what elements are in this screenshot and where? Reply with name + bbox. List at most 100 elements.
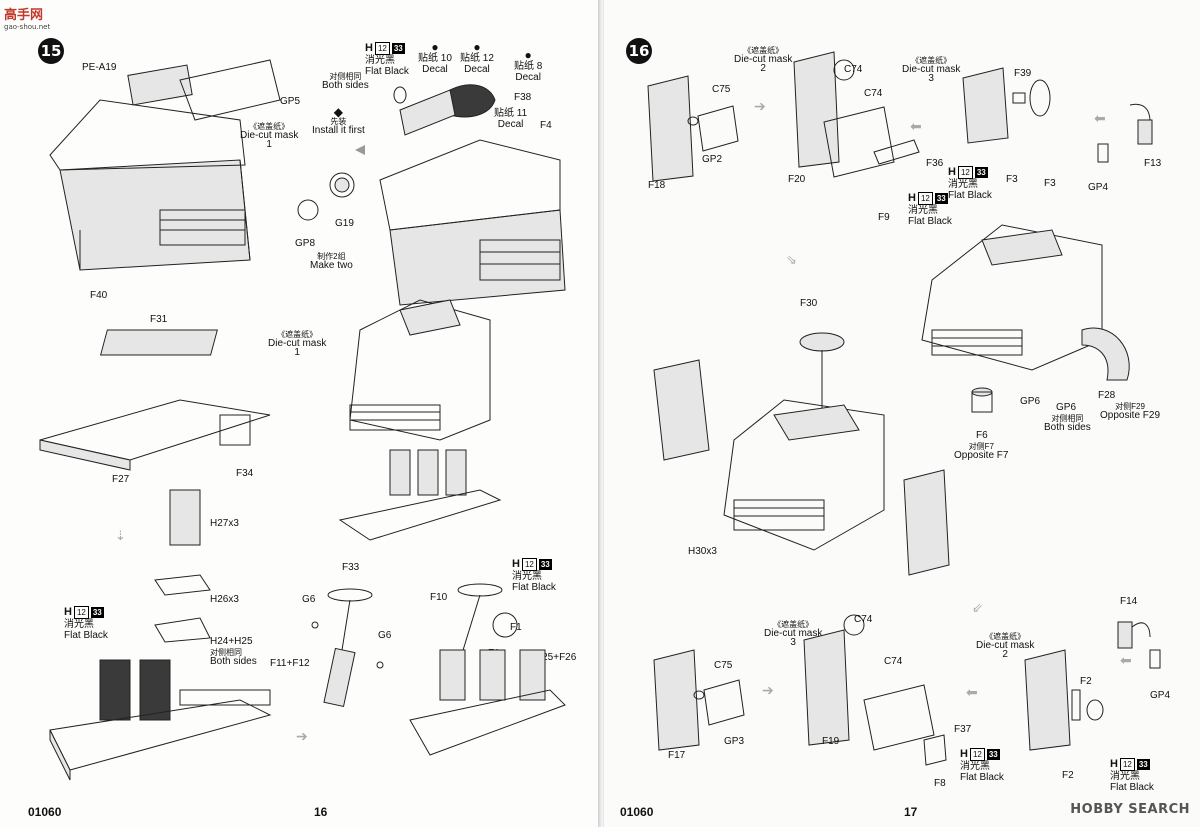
label-f37: F37 [954, 724, 972, 735]
label-f38: F38 [514, 92, 532, 103]
arrow-down-icon: ⇙ [972, 600, 983, 615]
mirror-f14-drawing [1117, 621, 1161, 669]
cab-interior-assembled-drawing [355, 139, 566, 306]
label-c74-b1: C74 [854, 614, 873, 625]
arrow-left-icon: ⬅ [966, 684, 978, 700]
decal-12: ●贴纸 12 Decal [460, 40, 494, 75]
right-page: 16 C75 GP2 F18 ➔ 《遮盖纸》 Die-cut mask 2 C7… [604, 0, 1200, 827]
label-f13: F13 [1144, 158, 1162, 169]
steering-column-drawing [311, 588, 384, 708]
label-h30: H30x3 [688, 546, 717, 557]
cab-main-assembly-drawing [653, 332, 950, 576]
label-gp6-b: GP6 [1056, 402, 1077, 413]
decal-10: ●贴纸 10 Decal [418, 40, 452, 75]
door-f18-drawing [647, 75, 739, 182]
mask-2-bottom: 《遮盖纸》 Die-cut mask 2 [976, 632, 1035, 660]
door-f17-drawing [653, 649, 745, 751]
arrow-left-icon: ⬅ [910, 118, 922, 134]
label-f8: F8 [934, 778, 946, 789]
label-f39: F39 [1014, 68, 1032, 79]
book-gutter [598, 0, 606, 827]
left-page: 高手网 gao-shou.net 15 PE-A19 GP5 《遮盖纸》 Die… [4, 0, 601, 827]
kit-number-right: 01060 [620, 805, 654, 819]
label-h27: H27x3 [210, 518, 239, 529]
label-f27: F27 [112, 474, 130, 485]
label-f17: F17 [668, 750, 686, 761]
wheel-g19-drawing [297, 172, 355, 221]
label-f40: F40 [90, 290, 108, 301]
door-f2-drawing [1024, 649, 1104, 751]
cab-with-seats-drawing [338, 299, 502, 541]
label-f3-a: F3 [1006, 174, 1018, 185]
mask-1-top: 《遮盖纸》 Die-cut mask 1 [240, 122, 299, 150]
label-c74-a: C74 [844, 64, 863, 75]
decal-8: ●贴纸 8 Decal [514, 48, 543, 83]
site-logo: 高手网 gao-shou.net [4, 8, 51, 31]
label-f33: F33 [342, 562, 360, 573]
label-g6-b: G6 [378, 630, 392, 641]
label-h24: H24+H25 [210, 636, 253, 647]
label-gp4: GP4 [1088, 182, 1109, 193]
seats-on-floor-drawing [49, 659, 272, 781]
mirror-f38-drawing [393, 84, 496, 136]
cab-interior-f40-drawing [49, 59, 281, 271]
mask-3-top: 《遮盖纸》 Die-cut mask 3 [902, 56, 961, 84]
mask-2-top: 《遮盖纸》 Die-cut mask 2 [734, 46, 793, 74]
h24-both-sides: 对侧相同 Both sides [210, 648, 257, 667]
kit-number-left: 01060 [28, 805, 62, 819]
label-h26: H26x3 [210, 594, 239, 605]
mask-1-mid: 《遮盖纸》 Die-cut mask 1 [268, 330, 327, 358]
label-f34: F34 [236, 468, 254, 479]
label-f2-a: F2 [1080, 676, 1092, 687]
make-two-note: 制作2组 Make two [310, 252, 353, 271]
label-f11-f12: F11+F12 [270, 658, 310, 669]
arrow-left-icon: ⬅ [1094, 110, 1106, 126]
label-f25-f26: F25+F26 [536, 652, 577, 663]
label-f19: F19 [822, 736, 840, 747]
step-15-badge: 15 [38, 38, 64, 64]
label-c75-b: C75 [714, 660, 733, 671]
label-g19: G19 [335, 218, 354, 229]
label-f1-a: F1 [510, 622, 522, 633]
label-f9: F9 [878, 212, 890, 223]
label-gp5: GP5 [280, 96, 301, 107]
page-number-17: 17 [904, 805, 918, 819]
label-f3-b: F3 [1044, 178, 1056, 189]
seat-parts-drawing [154, 489, 211, 643]
label-f18: F18 [648, 180, 666, 191]
decal-11: 贴纸 11 Decal [494, 108, 528, 130]
page-number-16: 16 [314, 805, 328, 819]
label-f31: F31 [150, 314, 168, 325]
label-c75: C75 [712, 84, 731, 95]
floor-f27-drawing [39, 329, 271, 471]
label-gp3: GP3 [724, 736, 745, 747]
label-gp2: GP2 [702, 154, 723, 165]
label-f14: F14 [1120, 596, 1138, 607]
cab-floor-steering-drawing [409, 583, 566, 756]
label-f6: F6 [976, 430, 988, 441]
gp6-both-sides: 对侧相同 Both sides [1044, 414, 1091, 433]
cab-exterior-fenders-drawing [921, 224, 1130, 381]
label-g6-a: G6 [302, 594, 316, 605]
part-f6-drawing [971, 387, 993, 413]
label-f28: F28 [1098, 390, 1116, 401]
arrow-down-icon: ⇘ [786, 252, 797, 267]
step-16-badge: 16 [626, 38, 652, 64]
arrow-down-icon: ⇣ [115, 528, 126, 543]
door-mirror-f39-drawing [962, 67, 1051, 144]
hobby-search-logo: HOBBY SEARCH [1070, 802, 1190, 817]
label-f36: F36 [926, 158, 944, 169]
label-c74-b: C74 [864, 88, 883, 99]
f6-opposite-note: 对侧F7 Opposite F7 [954, 442, 1009, 461]
door-f20-drawing [793, 51, 920, 178]
arrow-right-icon: ➔ [762, 682, 774, 698]
door-f19-drawing [803, 614, 947, 766]
arrow-left-icon: ⬅ [1120, 652, 1132, 668]
install-first-note: ◆ 先装 Install it first [312, 105, 365, 136]
